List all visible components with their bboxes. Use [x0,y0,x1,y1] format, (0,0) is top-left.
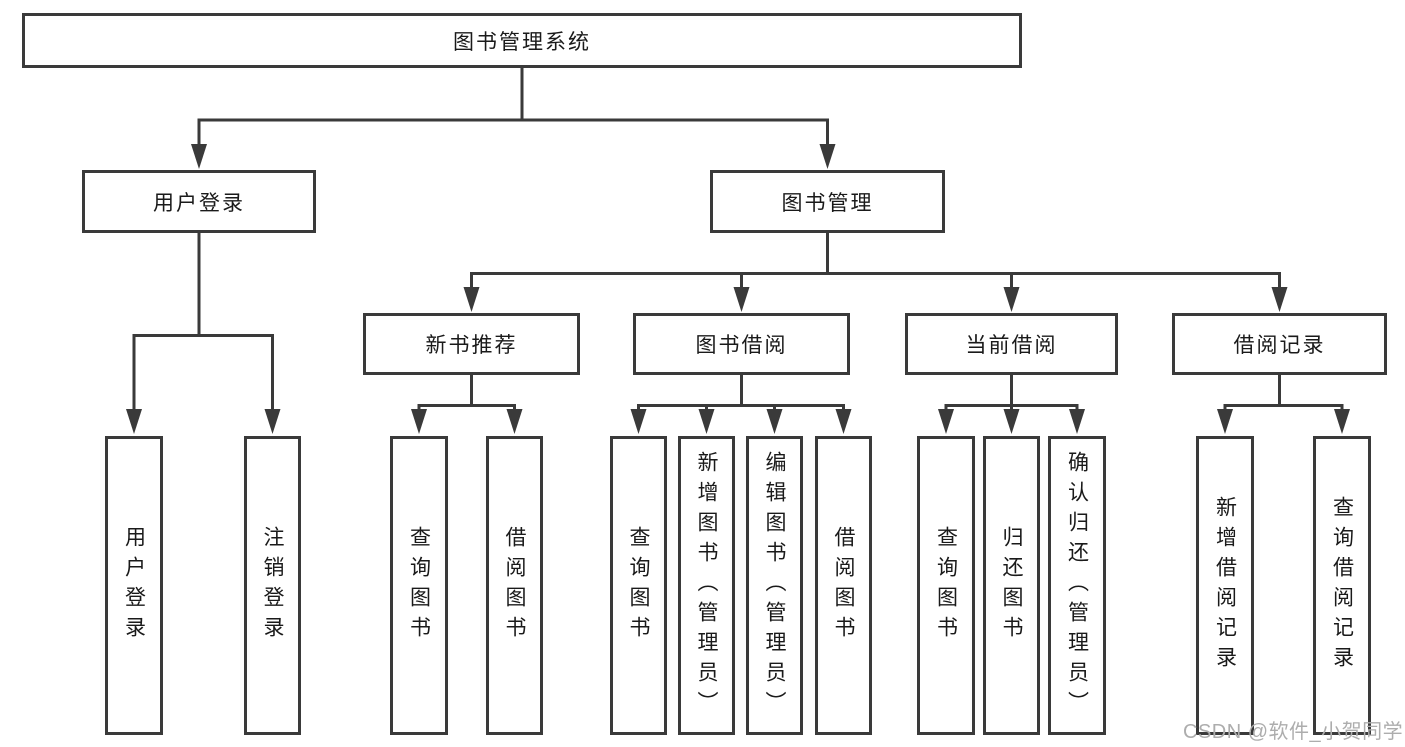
node-leaf-bb-edit-books: 编辑图书（管理员） [746,436,803,735]
node-library-system: 图书管理系统 [22,13,1022,68]
connector-borrow-records-children [1217,375,1350,434]
node-leaf-br-query-record: 查询借阅记录 [1313,436,1371,735]
connector-book-borrow-children [630,375,852,434]
node-leaf-br-add-record: 新增借阅记录 [1196,436,1254,735]
node-new-book-recommend: 新书推荐 [363,313,580,375]
node-leaf-cb-query-books: 查询图书 [917,436,975,735]
node-leaf-user-login-label: 用户登录 [122,525,146,646]
node-leaf-br-add-record-label: 新增借阅记录 [1213,495,1237,676]
csdn-watermark: CSDN @软件_小贺同学 [1183,721,1404,743]
connector-user-login-children [126,233,281,434]
node-leaf-logout-label: 注销登录 [261,525,284,646]
connector-book-mgmt-children [463,233,1288,312]
node-leaf-user-login: 用户登录 [105,436,163,735]
connector-root-to-level2 [191,68,836,169]
connector-new-book-rec-children [411,375,523,434]
node-leaf-bb-add-books-label: 新增图书（管理员） [695,450,718,721]
node-leaf-rec-borrow-books-label: 借阅图书 [503,525,526,646]
node-book-borrow-label: 图书借阅 [695,334,788,357]
node-user-login-label: 用户登录 [153,191,245,215]
node-leaf-cb-return-books-label: 归还图书 [1000,525,1023,646]
node-leaf-cb-return-books: 归还图书 [983,436,1040,735]
node-current-borrow: 当前借阅 [905,313,1118,375]
node-leaf-br-query-record-label: 查询借阅记录 [1330,495,1354,676]
node-leaf-rec-borrow-books: 借阅图书 [486,436,543,735]
node-borrow-records-label: 借阅记录 [1233,334,1326,357]
node-leaf-bb-add-books: 新增图书（管理员） [678,436,735,735]
node-leaf-logout: 注销登录 [244,436,301,735]
node-leaf-cb-confirm-return: 确认归还（管理员） [1048,436,1106,735]
node-book-management-label: 图书管理 [781,191,874,215]
node-leaf-bb-edit-books-label: 编辑图书（管理员） [763,450,786,721]
node-leaf-bb-query-books: 查询图书 [610,436,667,735]
node-leaf-bb-query-books-label: 查询图书 [627,525,650,646]
node-book-management: 图书管理 [710,170,945,233]
node-library-system-label: 图书管理系统 [453,30,591,54]
node-leaf-rec-query-books-label: 查询图书 [407,525,431,646]
node-new-book-recommend-label: 新书推荐 [425,334,518,357]
node-leaf-bb-borrow-books-label: 借阅图书 [832,525,855,646]
node-leaf-cb-query-books-label: 查询图书 [934,525,958,646]
node-leaf-cb-confirm-return-label: 确认归还（管理员） [1065,450,1089,721]
node-leaf-bb-borrow-books: 借阅图书 [815,436,872,735]
node-borrow-records: 借阅记录 [1172,313,1387,375]
node-user-login: 用户登录 [82,170,316,233]
connector-current-borrow-children [938,375,1085,434]
node-current-borrow-label: 当前借阅 [965,334,1058,357]
node-leaf-rec-query-books: 查询图书 [390,436,448,735]
node-book-borrow: 图书借阅 [633,313,850,375]
